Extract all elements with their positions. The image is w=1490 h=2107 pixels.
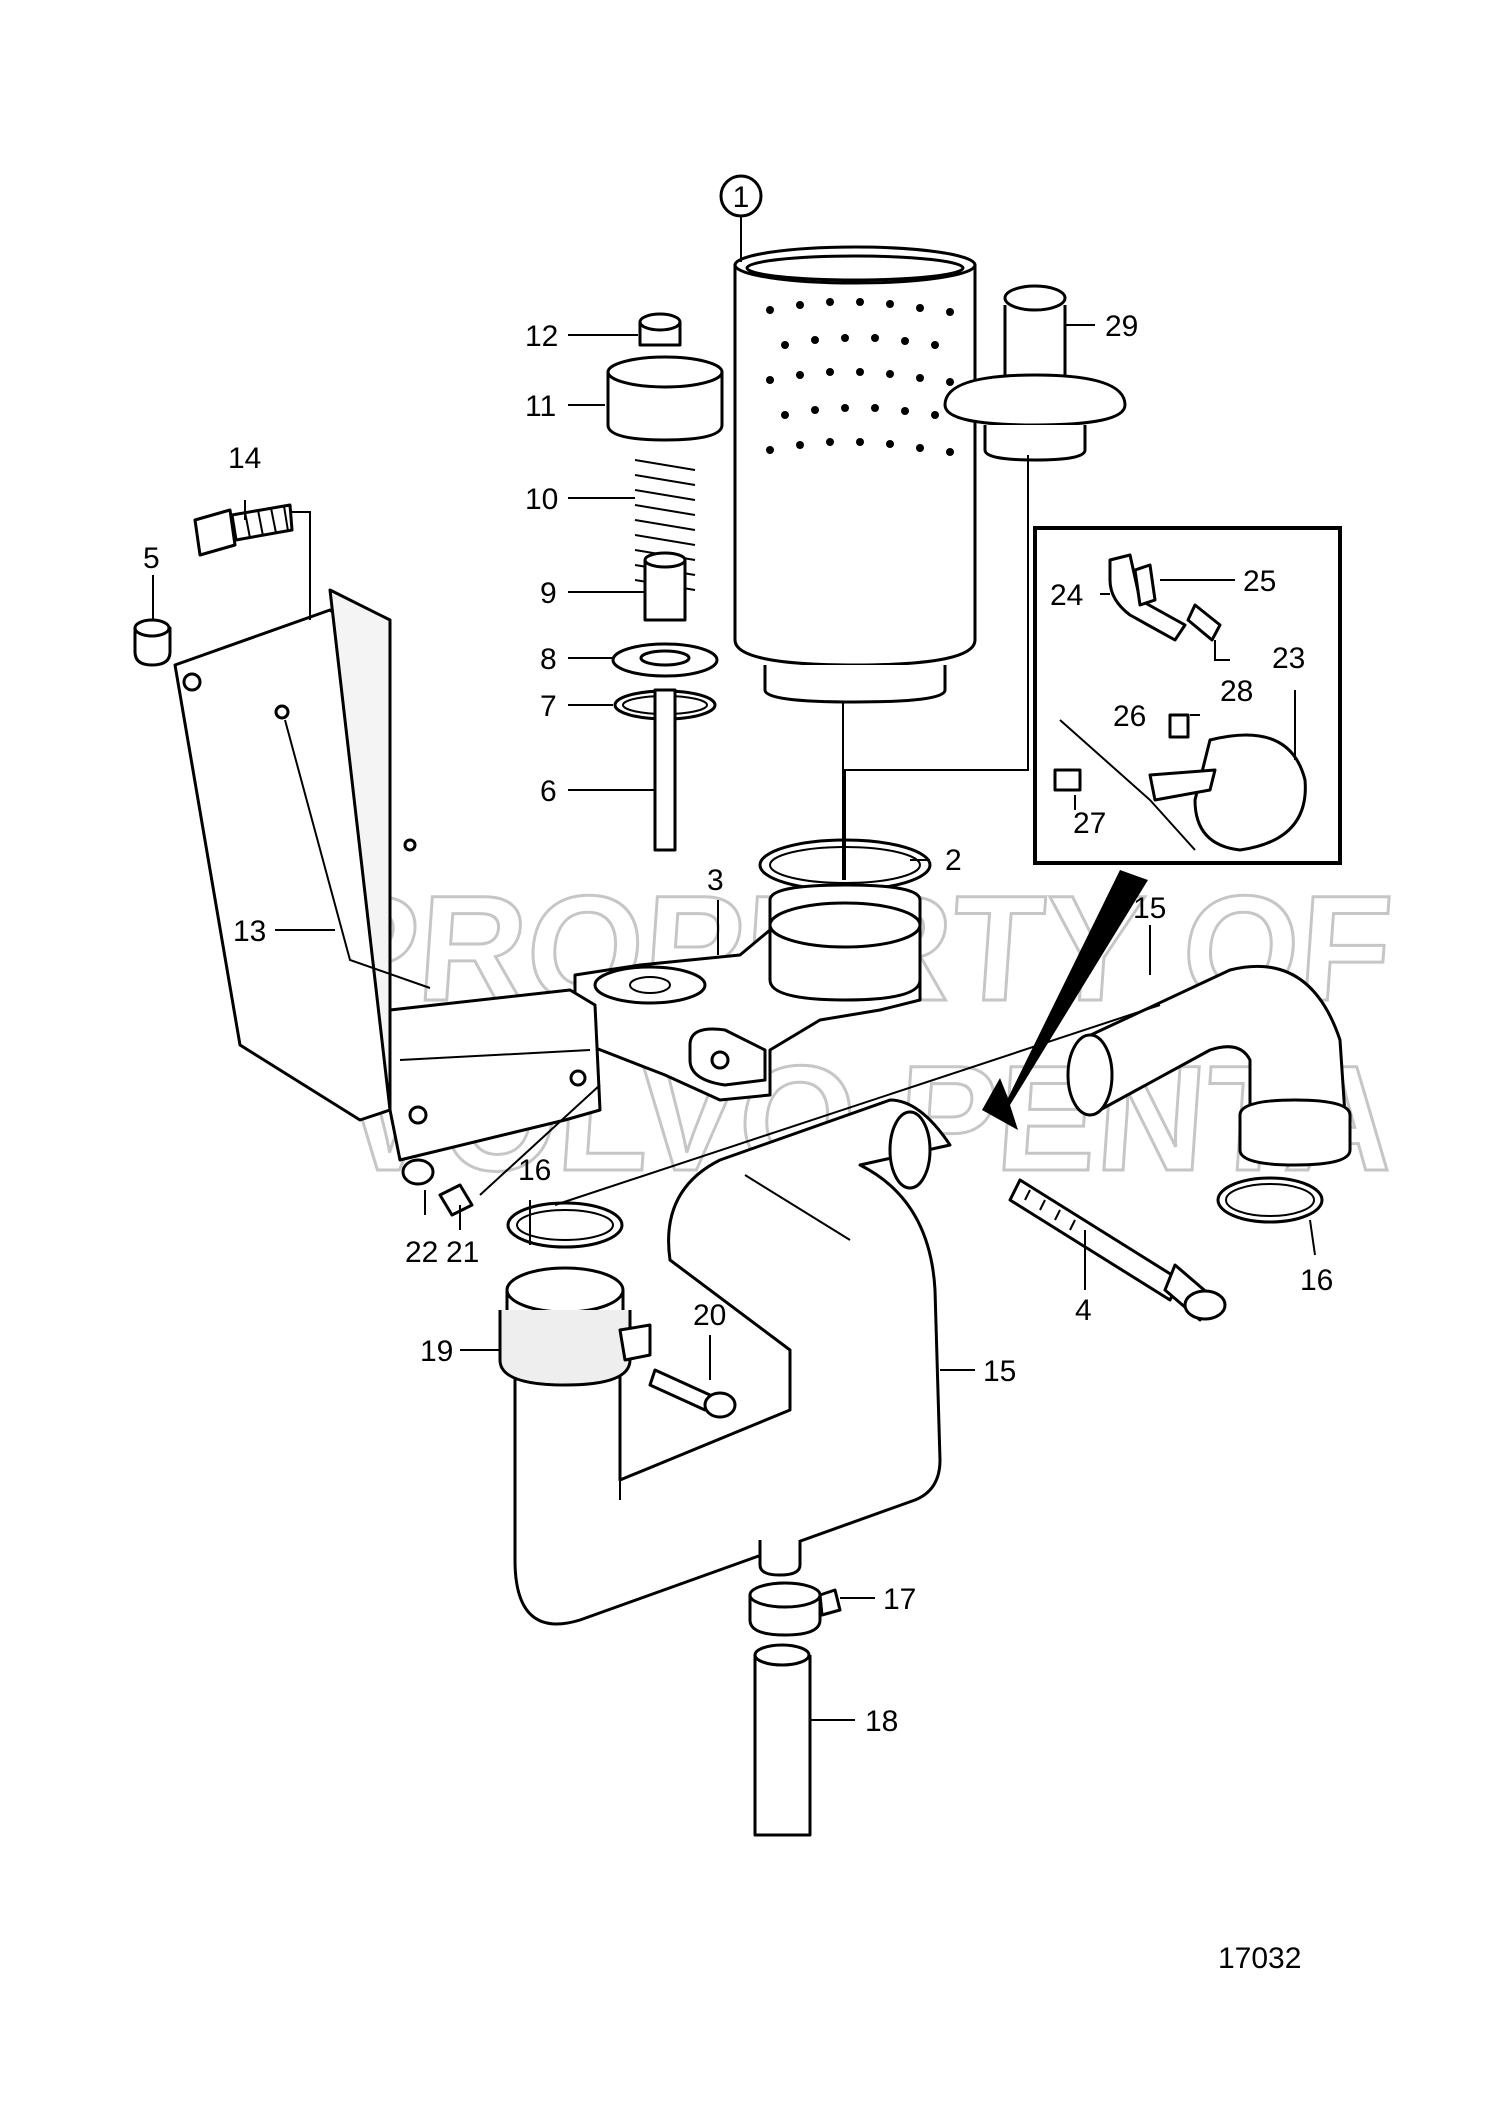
callout-23: 23 bbox=[1272, 642, 1305, 675]
callout-1: 1 bbox=[733, 181, 750, 214]
callout-18: 18 bbox=[865, 1705, 898, 1738]
callout-20: 20 bbox=[693, 1299, 726, 1332]
spacer-26 bbox=[1168, 713, 1190, 739]
callout-labels: 1 2 3 4 5 6 7 8 9 10 11 12 13 14 15 15 1… bbox=[143, 174, 1333, 1738]
screw-28 bbox=[1186, 603, 1222, 642]
sleeve-21 bbox=[438, 1183, 474, 1217]
callout-25: 25 bbox=[1243, 565, 1276, 598]
callout-10: 10 bbox=[525, 483, 558, 516]
callout-21: 21 bbox=[446, 1236, 479, 1269]
callout-6: 6 bbox=[540, 775, 557, 808]
leader-lines bbox=[152, 216, 1316, 1721]
callout-24: 24 bbox=[1050, 579, 1083, 612]
callout-29: 29 bbox=[1105, 310, 1138, 343]
clamp-23 bbox=[1193, 733, 1307, 852]
callout-19: 19 bbox=[420, 1335, 453, 1368]
screw-20 bbox=[648, 1368, 737, 1419]
callout-15-lower: 15 bbox=[983, 1355, 1016, 1388]
callout-12: 12 bbox=[525, 320, 558, 353]
mounting-stack bbox=[606, 312, 724, 852]
o-ring-16-left bbox=[506, 1201, 624, 1249]
callout-28: 28 bbox=[1220, 675, 1253, 708]
bolt-14 bbox=[193, 503, 294, 557]
callout-22: 22 bbox=[405, 1236, 438, 1269]
pipe-s-bend-lower bbox=[513, 1098, 952, 1626]
inset-pointer-arrow bbox=[982, 870, 1148, 1130]
hose-clamp-19 bbox=[498, 1266, 652, 1387]
filter-housing bbox=[573, 883, 922, 1102]
nut-5 bbox=[133, 626, 172, 667]
outlet-nozzle bbox=[943, 284, 1127, 462]
callout-26: 26 bbox=[1113, 700, 1146, 733]
bolt-4 bbox=[1008, 1178, 1227, 1322]
detail-inset bbox=[1033, 526, 1342, 865]
callout-4: 4 bbox=[1075, 1294, 1092, 1327]
callout-17: 17 bbox=[883, 1583, 916, 1616]
callout-3: 3 bbox=[707, 864, 724, 897]
callout-13: 13 bbox=[233, 915, 266, 948]
pipe-elbow-upper bbox=[1066, 964, 1352, 1167]
callout-8: 8 bbox=[540, 643, 557, 676]
o-ring-16-right bbox=[1216, 1176, 1324, 1224]
callout-1-circle bbox=[719, 174, 763, 218]
callout-9: 9 bbox=[540, 577, 557, 610]
callout-16-left: 16 bbox=[518, 1154, 551, 1187]
hose-18 bbox=[753, 1643, 812, 1837]
nut-22 bbox=[401, 1158, 435, 1186]
callout-2: 2 bbox=[945, 844, 962, 877]
hose-clamp-17 bbox=[748, 1540, 842, 1637]
nut-27 bbox=[1053, 768, 1082, 792]
callout-5: 5 bbox=[143, 542, 160, 575]
bracket-24 bbox=[1108, 553, 1187, 642]
figure-number: 17032 bbox=[1218, 1942, 1301, 1975]
screw-25 bbox=[1133, 563, 1157, 607]
callout-16-right: 16 bbox=[1300, 1264, 1333, 1297]
callout-15-upper: 15 bbox=[1133, 892, 1166, 925]
callout-27: 27 bbox=[1073, 807, 1106, 840]
callout-14: 14 bbox=[228, 442, 261, 475]
filter-element bbox=[733, 245, 977, 704]
callout-7: 7 bbox=[540, 690, 557, 723]
bracket bbox=[173, 588, 602, 1162]
callout-11: 11 bbox=[525, 390, 556, 423]
